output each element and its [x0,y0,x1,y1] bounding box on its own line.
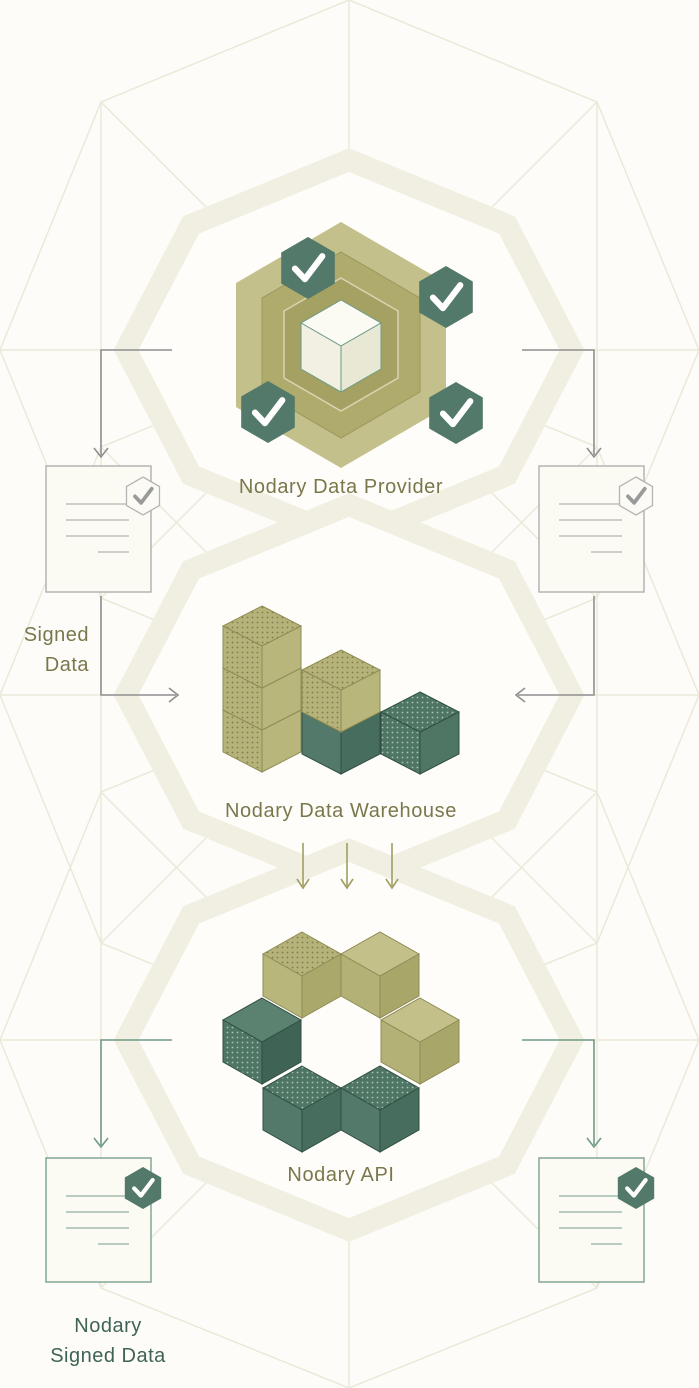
checkmark-icon [618,476,654,516]
checkmark-icon [617,1167,655,1209]
arrow-provider-to-right-doc [522,349,595,455]
arrow-right-doc-to-warehouse [518,596,595,696]
cube-icon [300,649,382,733]
arrow-left-doc-to-warehouse [100,596,176,696]
checkmark-icon [281,237,335,299]
cube-icon [261,1065,343,1153]
cube-icon [261,931,343,1019]
signed-document-right [538,465,654,593]
arrow-api-to-left-doc [100,1039,172,1145]
arrow-api-to-right-doc [522,1039,595,1145]
provider-label: Nodary Data Provider [239,476,443,498]
nodary-document-right [538,1157,655,1283]
warehouse-label: Nodary Data Warehouse [225,800,457,822]
cube-icon [379,997,461,1085]
checkmark-icon [125,476,161,516]
signed-data-label-line-1: Signed [24,624,89,646]
api-label: Nodary API [287,1164,394,1186]
data-warehouse-icon [221,605,461,775]
checkmark-icon [429,382,483,444]
cube-icon [221,605,303,689]
provider-cube [299,299,383,393]
nodary-signed-data-label-line-1: Nodary [74,1315,141,1337]
nodary-signed-data-label-line-2: Signed Data [50,1345,166,1367]
nodary-document-left [45,1157,162,1283]
checkmark-icon [241,381,295,443]
signed-document-left [45,465,161,593]
checkmark-icon [124,1167,162,1209]
cube-icon [339,1065,421,1153]
arrow-provider-to-left-doc [100,349,172,455]
signed-data-label-line-2: Data [45,654,90,676]
connectors [93,349,602,1149]
checkmark-icon [419,266,473,328]
cube-icon [339,931,421,1019]
api-icon [221,931,461,1153]
cube-icon [379,691,461,775]
cube-icon [221,997,303,1085]
